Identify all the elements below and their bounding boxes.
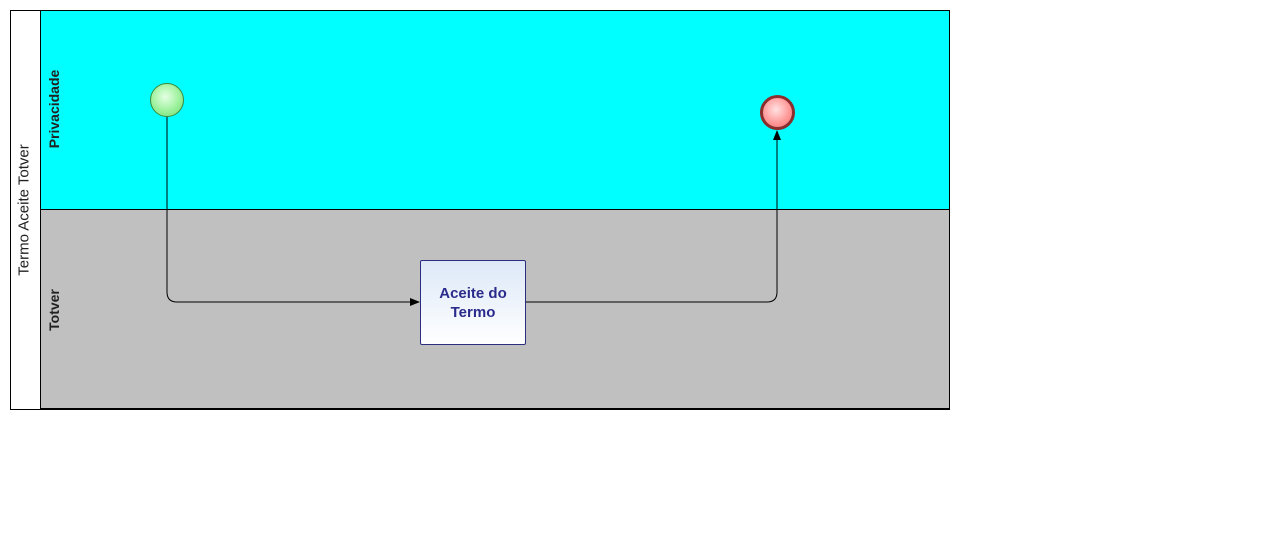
lane-label-totver: Totver xyxy=(46,289,62,331)
pool-label: Termo Aceite Totver xyxy=(15,144,33,276)
pool-header xyxy=(10,10,41,410)
lane-label-privacidade: Privacidade xyxy=(46,69,62,149)
task-aceite-do-termo[interactable]: Aceite do Termo xyxy=(420,260,526,345)
task-label: Aceite do Termo xyxy=(439,284,507,321)
end-event[interactable] xyxy=(760,95,795,130)
start-event[interactable] xyxy=(150,83,184,117)
lane-divider xyxy=(40,209,950,210)
